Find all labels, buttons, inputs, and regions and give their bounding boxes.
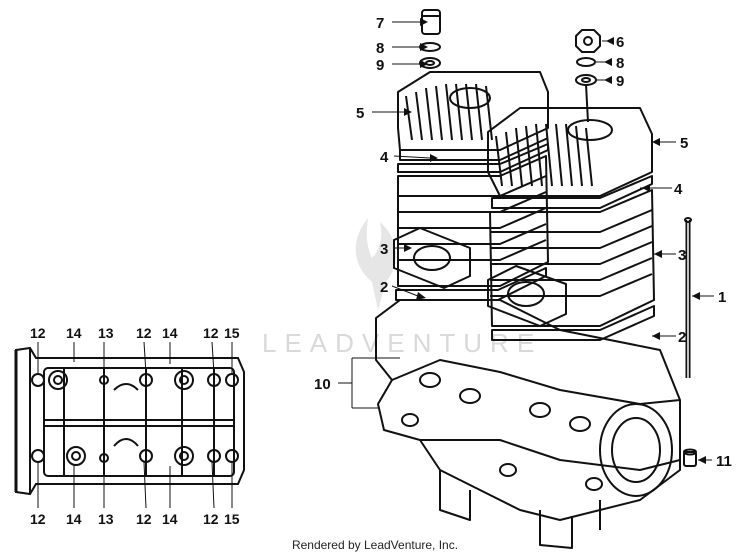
callout-bottom-12-c: 12 [203,511,219,527]
callout-11: 11 [716,453,732,470]
callout-3-left: 3 [380,241,388,258]
engine-assembly [338,9,714,549]
nut-6 [575,29,601,53]
callout-4-left: 4 [380,149,389,166]
callout-bottom-12-a: 12 [30,511,46,527]
washer-8-right [576,57,596,67]
callout-top-14-b: 14 [162,325,178,341]
callout-bottom-13-a: 13 [98,511,114,527]
callout-9-left: 9 [376,57,384,74]
washer-9-right [575,74,597,86]
head-gasket-right [491,175,653,209]
callout-6: 6 [616,34,624,51]
dowel-pin-11 [683,448,697,467]
callout-top-12-c: 12 [203,325,219,341]
callout-bottom-14-a: 14 [66,511,82,527]
crankcase-assembly [375,299,681,549]
callout-bottom-12-b: 12 [136,511,152,527]
callout-top-14-a: 14 [66,325,82,341]
callout-1: 1 [718,289,726,306]
callout-5-left: 5 [356,105,364,122]
callout-top-15-a: 15 [224,325,240,341]
callout-labels: 7 8 9 6 8 9 5 5 4 4 3 3 2 2 1 10 11 12 1… [30,15,732,527]
callout-9-right: 9 [616,73,624,90]
callout-7: 7 [376,15,384,32]
render-credit: Rendered by LeadVenture, Inc. [291,538,459,552]
cylinder-right [487,189,655,327]
callout-8-left: 8 [376,40,384,57]
cylinder-head-right [487,83,653,197]
callout-3-right: 3 [678,247,686,264]
callout-top-12-b: 12 [136,325,152,341]
watermark-logo-icon [355,218,397,310]
callout-bottom-15-a: 15 [224,511,240,527]
crankcase-bottom-view [14,341,245,509]
callout-8-right: 8 [616,55,624,72]
callout-top-13-a: 13 [98,325,114,341]
cylinder-head-left [397,71,549,161]
callout-4-right: 4 [674,181,683,198]
callout-10: 10 [314,376,331,393]
leadventure-watermark: LEADVENTURE [262,218,542,358]
callout-bottom-14-b: 14 [162,511,178,527]
watermark-text: LEADVENTURE [262,328,542,358]
callout-2-right: 2 [678,329,686,346]
base-gasket-left [395,267,547,301]
leader-arrowheads [404,18,706,464]
callout-5-right: 5 [680,135,688,152]
base-gasket-right [491,305,655,341]
stud-bolt-1 [684,217,692,378]
callout-2-left: 2 [380,279,388,296]
callout-top-12-a: 12 [30,325,46,341]
cylinder-left [393,155,549,289]
